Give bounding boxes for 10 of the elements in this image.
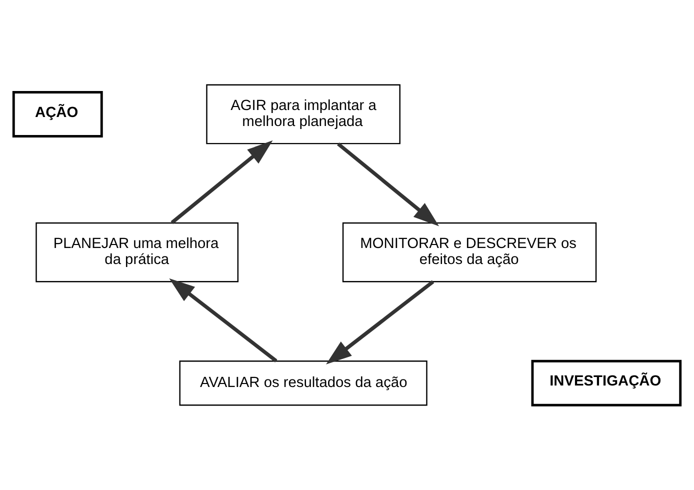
arrow xyxy=(326,280,434,364)
node-box: PLANEJAR uma melhora da prática xyxy=(36,222,239,282)
arrow xyxy=(337,142,440,226)
node-box: AÇÃO xyxy=(12,91,103,138)
arrow xyxy=(170,140,273,224)
node-box: INVESTIGAÇÃO xyxy=(531,360,682,406)
node-box: AGIR para implantar a melhora planejada xyxy=(206,84,400,144)
arrow xyxy=(169,278,278,362)
node-box: MONITORAR e DESCREVER os efeitos da ação xyxy=(342,222,597,282)
node-box: AVALIAR os resultados da ação xyxy=(179,360,428,406)
